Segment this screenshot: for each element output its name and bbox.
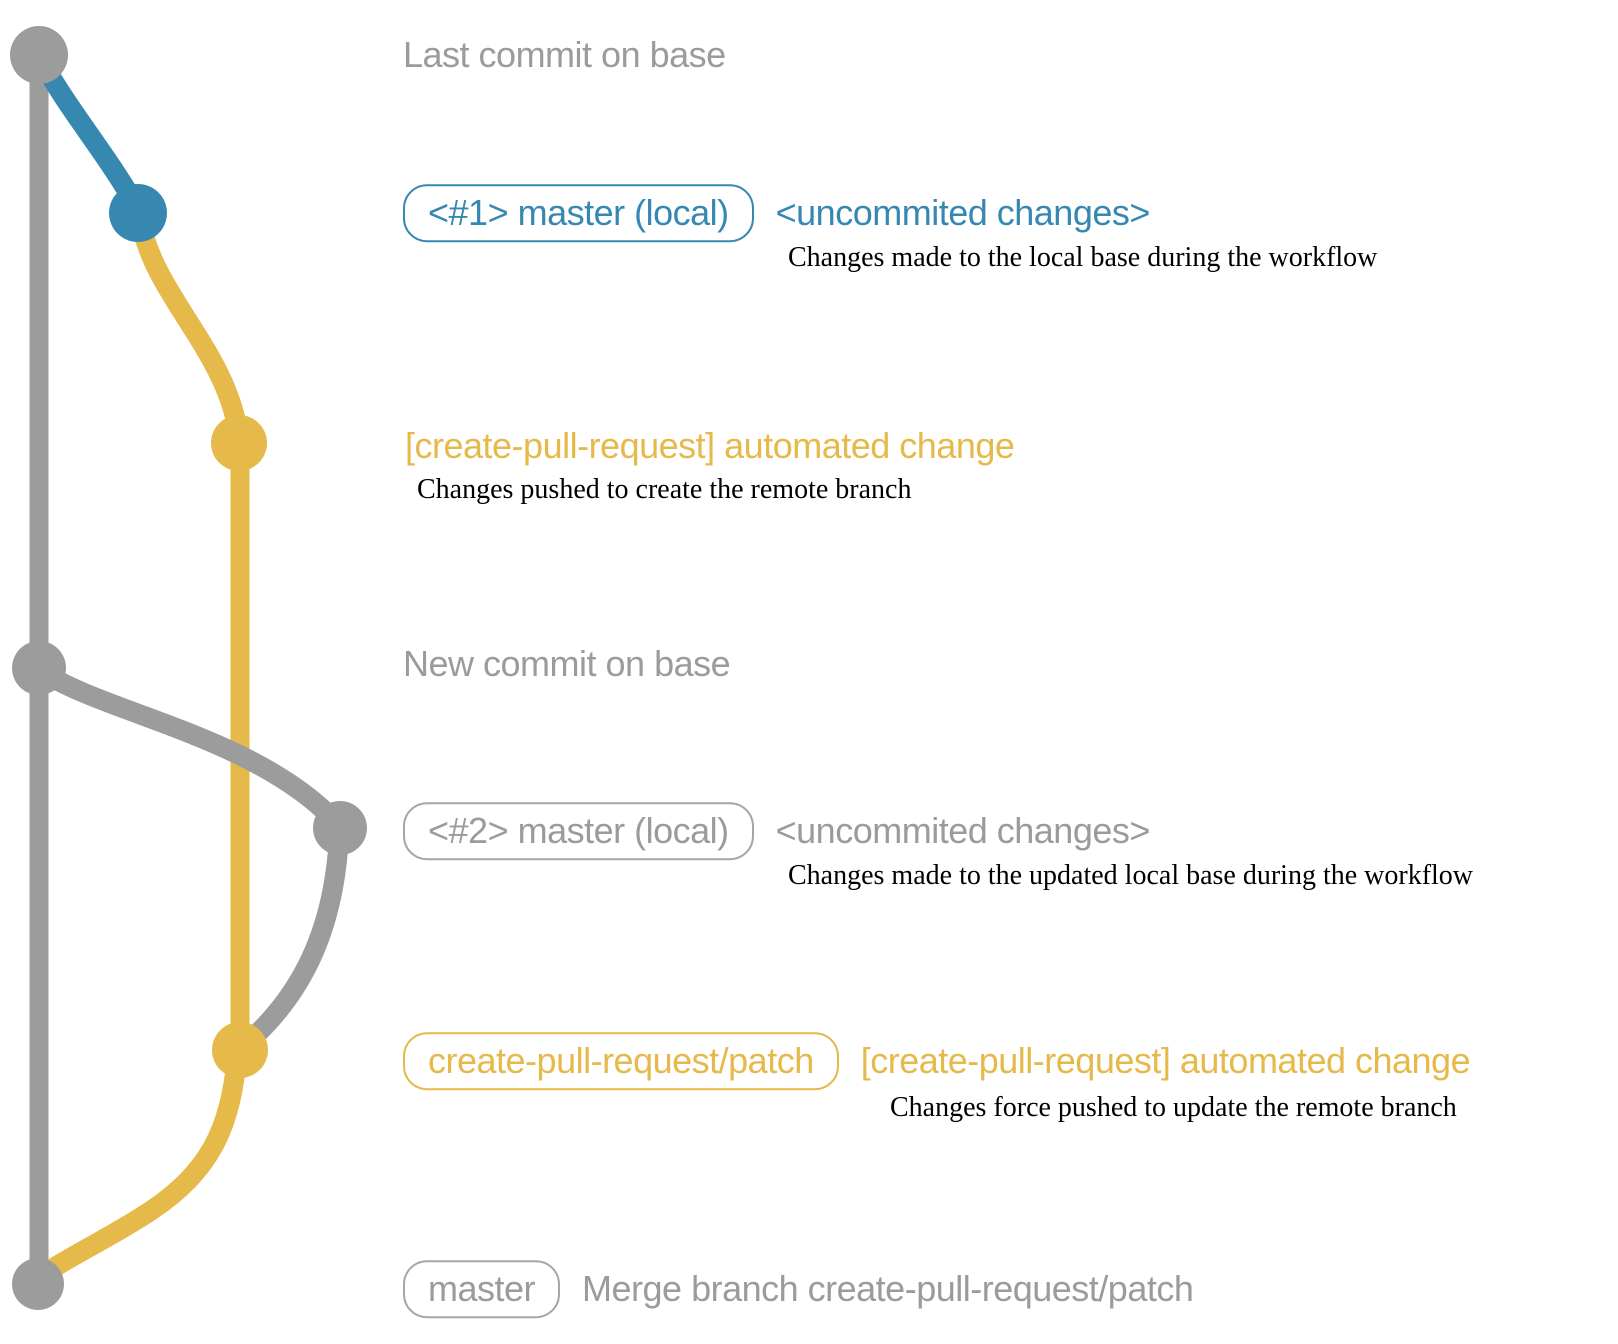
branch-badge-master-local-2: <#2> master (local)	[403, 802, 754, 860]
description-local-1: Changes made to the local base during th…	[788, 242, 1378, 273]
commit-dot-remote-create	[211, 415, 267, 471]
row-new-commit: New commit on base	[403, 643, 731, 685]
description-local-2: Changes made to the updated local base d…	[788, 860, 1474, 891]
commit-dot-remote-update	[212, 1022, 268, 1078]
row-merge: master Merge branch create-pull-request/…	[403, 1260, 1194, 1318]
commit-dot-local-2	[313, 801, 367, 855]
row-push-1: [create-pull-request] automated change	[405, 425, 1015, 467]
commit-dot-merge	[12, 1258, 64, 1310]
commit-message-uncommited-1: <uncommited changes>	[775, 192, 1151, 234]
last-commit-label: Last commit on base	[403, 34, 726, 76]
patch-merge-curve	[40, 1045, 247, 1280]
row-local-commit-1: <#1> master (local) <uncommited changes>	[403, 184, 1150, 242]
local-changes-branch-curve	[31, 50, 148, 219]
description-push-1: Changes pushed to create the remote bran…	[417, 474, 912, 505]
commit-message-automated-2: [create-pull-request] automated change	[860, 1040, 1471, 1082]
row-local-commit-2: <#2> master (local) <uncommited changes>	[403, 802, 1150, 860]
base-to-local2-curve	[30, 660, 342, 828]
commit-dot-last-base	[10, 26, 68, 84]
row-last-commit: Last commit on base	[403, 35, 726, 75]
new-commit-label: New commit on base	[403, 643, 731, 685]
description-push-2: Changes force pushed to update the remot…	[890, 1092, 1457, 1123]
commit-message-uncommited-2: <uncommited changes>	[775, 810, 1151, 852]
branch-graph	[10, 26, 367, 1310]
branch-badge-master: master	[403, 1260, 561, 1318]
commit-message-merge: Merge branch create-pull-request/patch	[582, 1268, 1194, 1310]
commit-dot-new-base	[12, 641, 66, 695]
commit-dot-local-1	[109, 184, 167, 242]
row-push-2: create-pull-request/patch [create-pull-r…	[403, 1032, 1471, 1090]
commit-message-automated-1: [create-pull-request] automated change	[405, 425, 1015, 467]
branch-badge-master-local-1: <#1> master (local)	[403, 184, 754, 242]
branch-badge-patch: create-pull-request/patch	[403, 1032, 839, 1090]
patch-branch-create-curve	[130, 208, 249, 448]
local2-to-patch-curve	[236, 826, 349, 1054]
